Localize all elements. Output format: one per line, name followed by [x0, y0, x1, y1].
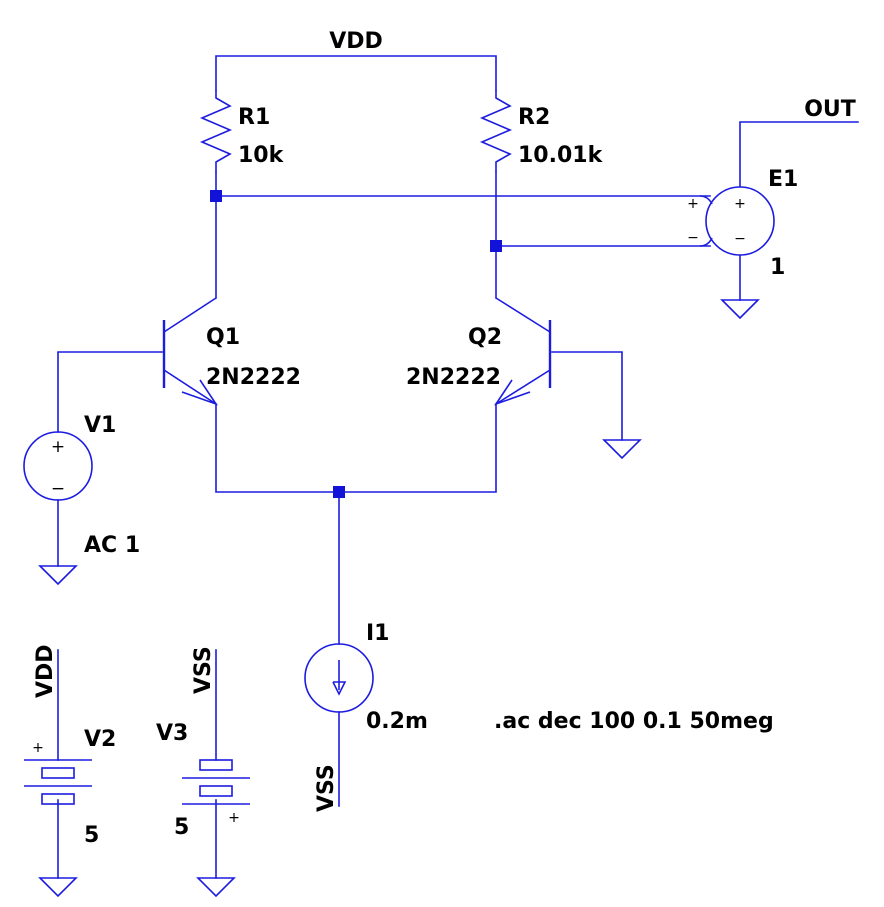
r1-zigzag — [199, 90, 233, 172]
junctions — [210, 190, 502, 498]
v3-cell-1 — [199, 759, 233, 771]
vcvs-e1[interactable]: + − + − — [687, 186, 775, 256]
voltage-source-v1[interactable]: + − — [23, 431, 93, 501]
v2-polarity: + — [32, 740, 44, 756]
v2-cell-2 — [41, 793, 75, 805]
i1-name: I1 — [366, 621, 390, 646]
q1-collector-leg — [163, 297, 217, 333]
q1-model: 2N2222 — [206, 365, 301, 390]
q2-name: Q2 — [468, 325, 502, 350]
e1-body — [705, 186, 775, 256]
e1-gain: 1 — [770, 255, 785, 280]
v3-cell-2 — [199, 785, 233, 797]
wire-tail — [215, 403, 497, 493]
current-source-i1[interactable] — [304, 643, 374, 713]
battery-v3[interactable]: + — [182, 759, 250, 826]
net-label-vss-supply: VSS — [191, 646, 216, 694]
e1-output-plus: + — [734, 196, 746, 212]
transistor-q1[interactable] — [162, 297, 218, 406]
wire-e1-out — [739, 121, 859, 187]
r1-value: 10k — [238, 143, 285, 168]
e1-input-plus: + — [687, 196, 699, 212]
q2-emitter-arrow — [494, 379, 531, 406]
q1-emitter-leg — [163, 369, 217, 405]
net-label-out: OUT — [804, 97, 856, 122]
ground-icon-v3 — [196, 877, 236, 898]
e1-output-minus: − — [734, 231, 746, 247]
v1-minus-sign: − — [51, 479, 65, 499]
v1-value: AC 1 — [84, 533, 140, 558]
junction-tail — [333, 486, 345, 498]
r2-value: 10.01k — [518, 143, 604, 168]
q2-emitter-leg — [495, 369, 551, 405]
ground-icon-q2 — [602, 439, 642, 460]
e1-name: E1 — [768, 167, 798, 192]
v3-polarity: + — [228, 810, 240, 826]
wire-v1-to-q1-base — [57, 351, 163, 433]
i1-value: 0.2m — [366, 709, 428, 734]
v3-value: 5 — [174, 815, 189, 840]
v1-name: V1 — [84, 413, 116, 438]
r2-name: R2 — [518, 105, 550, 130]
q2-model: 2N2222 — [406, 365, 501, 390]
v2-name: V2 — [84, 727, 116, 752]
net-label-vdd-supply: VDD — [33, 644, 58, 698]
ground-icon-v2 — [38, 877, 78, 898]
e1-minus-input-lead — [699, 237, 713, 247]
i1-body — [304, 643, 374, 713]
junction-r2-collector — [490, 240, 502, 252]
v2-cell-1 — [41, 767, 75, 779]
wire-q2-base-ground — [551, 351, 623, 441]
resistor-r1[interactable] — [199, 90, 233, 172]
v1-body — [23, 431, 93, 501]
v1-plus-sign: + — [51, 437, 65, 457]
transistor-q2[interactable] — [494, 297, 552, 406]
v3-name: V3 — [156, 721, 188, 746]
q1-emitter-arrow — [181, 379, 218, 406]
r1-name: R1 — [238, 105, 270, 130]
q2-collector-leg — [495, 297, 551, 333]
net-label-vdd: VDD — [329, 29, 383, 54]
net-label-vss-current: VSS — [314, 764, 339, 812]
ground-icon-e1 — [720, 299, 760, 320]
wires — [57, 55, 859, 879]
e1-input-minus: − — [687, 230, 699, 246]
q1-name: Q1 — [206, 325, 240, 350]
junction-r1-collector — [210, 190, 222, 202]
v2-value: 5 — [84, 823, 99, 848]
grounds — [38, 299, 760, 898]
i1-arrow-head — [332, 681, 347, 696]
spice-directive: .ac dec 100 0.1 50meg — [494, 709, 774, 734]
resistor-r2[interactable] — [479, 90, 513, 172]
labels: VDD OUT R1 10k R2 10.01k E1 1 Q1 2N2222 … — [33, 29, 856, 848]
r2-zigzag — [479, 90, 513, 172]
battery-v2[interactable]: + — [24, 740, 92, 805]
e1-plus-input-lead — [699, 195, 713, 205]
ground-icon-v1 — [38, 565, 78, 586]
wire-vdd-rail — [215, 55, 497, 91]
